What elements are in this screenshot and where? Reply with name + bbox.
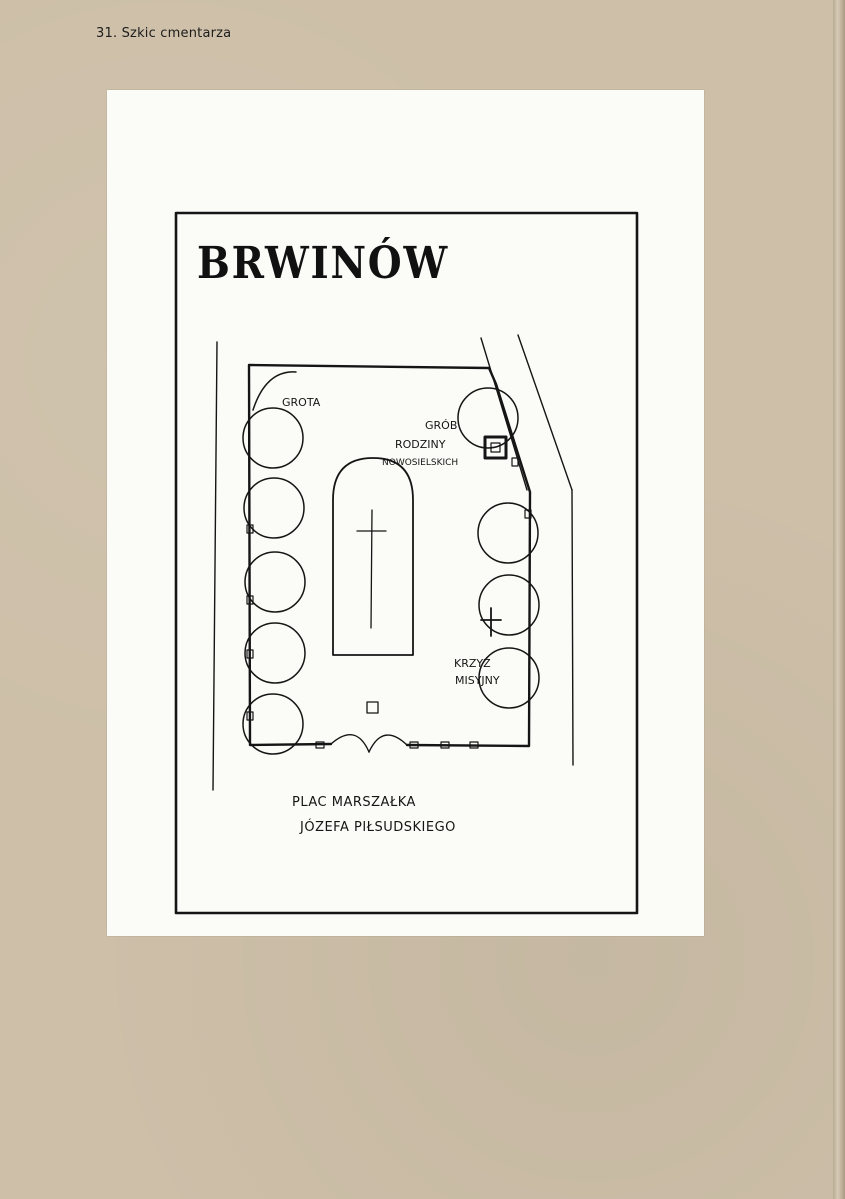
wall-post: [246, 649, 254, 659]
wall-post: [409, 741, 419, 749]
wall-post: [524, 509, 532, 519]
wall-post: [440, 741, 450, 749]
tree-right-1: [457, 387, 519, 449]
tree-left-4: [244, 622, 306, 684]
label-plac-line1: PLAC MARSZAŁKA: [292, 795, 416, 810]
cardboard-edge: [833, 0, 845, 1199]
street-left-line: [212, 341, 218, 791]
tree-left-2: [243, 477, 305, 539]
wall-post: [469, 741, 479, 749]
wall-post: [246, 711, 254, 721]
town-name: BRWINÓW: [197, 236, 449, 289]
street-right-line-3: [571, 489, 574, 766]
tree-left-3: [244, 551, 306, 613]
cemetery-wall: [247, 363, 532, 748]
street-right-line-1: [480, 337, 528, 491]
grotto-arc: [252, 371, 297, 411]
label-krzyz-line2: MISYJNY: [455, 674, 500, 687]
label-plac-line2: JÓZEFA PIŁSUDSKIEGO: [299, 819, 456, 835]
tree-left-5: [242, 693, 304, 755]
gate-right-leaf: [368, 734, 408, 753]
label-grob-line1: GRÓB: [425, 419, 457, 432]
gate-left-leaf: [330, 734, 370, 753]
wall-post: [246, 524, 254, 534]
label-grota: GROTA: [282, 396, 321, 409]
wall-post: [315, 741, 325, 749]
tree-right-4: [478, 647, 540, 709]
label-grob-line3: NOWOSIELSKICH: [382, 458, 458, 468]
tree-right-3: [478, 574, 540, 636]
label-krzyz-line1: KRZYŻ: [454, 657, 491, 670]
street-right-line-2: [517, 334, 573, 491]
family-grave-inner: [490, 442, 501, 453]
small-monument: [366, 701, 379, 714]
page-caption: 31. Szkic cmentarza: [96, 26, 232, 41]
tree-left-1: [242, 407, 304, 469]
family-grave-outer: [483, 435, 508, 460]
tree-right-2: [477, 502, 539, 564]
chapel-cross-vertical: [370, 509, 373, 629]
label-grob-line2: RODZINY: [395, 438, 446, 451]
wall-post: [246, 595, 254, 605]
chapel-outline: [332, 457, 414, 656]
pasted-sheet: [107, 90, 704, 936]
wall-post: [511, 457, 519, 467]
map-frame: [174, 211, 639, 915]
